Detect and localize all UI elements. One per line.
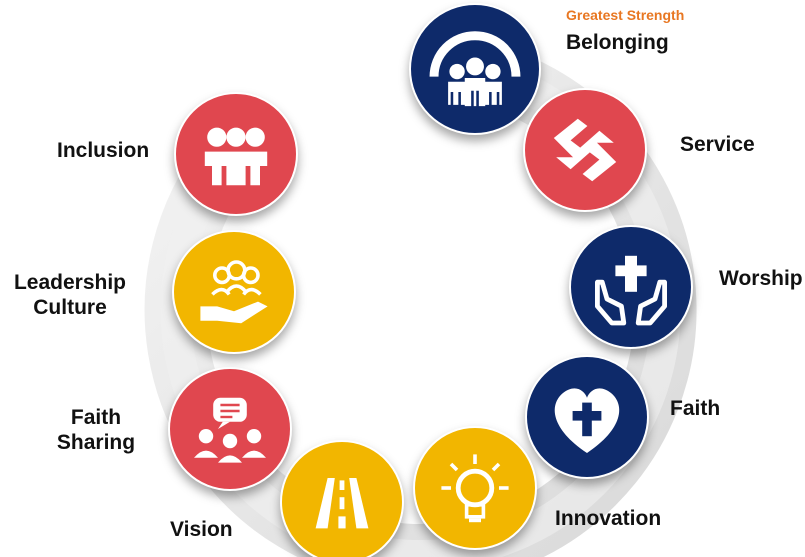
innovation-label: Innovation: [555, 507, 662, 530]
people-speech-icon: [194, 397, 266, 463]
lightbulb-icon: [441, 454, 509, 523]
leadership-culture-label-line1: Leadership: [13, 271, 127, 294]
worship-node: [569, 225, 693, 349]
vision-label: Vision: [170, 518, 233, 541]
service-node: [523, 88, 647, 212]
belonging-label: Belonging: [566, 31, 669, 54]
faith-label: Faith: [670, 397, 721, 420]
leadership-culture-label: Leadership Culture: [10, 270, 130, 320]
people-group-icon: [204, 127, 268, 186]
leadership-culture-label-line2: Culture: [33, 296, 107, 319]
inclusion-label: Inclusion: [57, 139, 150, 162]
service-label: Service: [680, 133, 755, 156]
group-under-arch-icon: [429, 31, 521, 107]
faith-node: [525, 355, 649, 479]
belonging-node: [409, 3, 541, 135]
leadership-culture-node: [172, 230, 296, 354]
faith-sharing-label: Faith Sharing: [52, 405, 140, 455]
heart-cross-icon: [554, 388, 620, 453]
inclusion-node: [174, 92, 298, 216]
innovation-node: [413, 426, 537, 550]
handshake-icon: [553, 118, 617, 182]
road-icon: [315, 478, 369, 529]
vision-node: [280, 440, 404, 557]
worship-label: Worship: [719, 267, 803, 290]
faith-sharing-label-line1: Faith: [70, 406, 122, 429]
hands-cross-icon: [595, 255, 667, 326]
faith-sharing-node: [168, 367, 292, 491]
faith-sharing-label-line2: Sharing: [56, 431, 136, 454]
hand-holding-people-icon: [200, 260, 268, 324]
greatest-strength-tag: Greatest Strength: [566, 7, 685, 23]
